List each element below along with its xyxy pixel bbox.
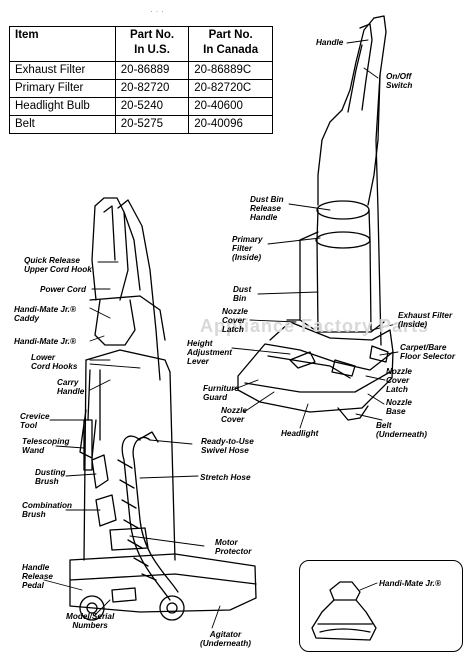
rear-vacuum-illustration: [69, 197, 257, 621]
column-header-canada: Part No. In Canada: [188, 26, 273, 62]
label-furniture-guard: Furniture Guard: [203, 384, 239, 402]
label-combination-brush: Combination Brush: [22, 501, 73, 519]
label-handi-mate-caddy: Handi-Mate Jr.® Caddy: [14, 305, 76, 323]
label-carry-handle: Carry Handle: [57, 378, 85, 396]
table-row: Belt 20-5275 20-40096: [9, 115, 273, 134]
label-nozzle-base: Nozzle Base: [386, 398, 412, 416]
label-inset-handi-mate: Handi-Mate Jr.®: [379, 579, 441, 588]
cell-us: 20-82720: [114, 79, 190, 98]
label-stretch-hose: Stretch Hose: [200, 473, 251, 482]
label-swivel-hose: Ready-to-Use Swivel Hose: [201, 437, 254, 455]
table-header-row: Item Part No. In U.S. Part No. In Canada: [9, 26, 273, 62]
handi-mate-inset-box: [299, 560, 463, 652]
column-header-us: Part No. In U.S.: [114, 26, 190, 62]
cell-canada: 20-82720C: [188, 79, 273, 98]
cell-us: 20-5240: [114, 97, 190, 116]
table-row: Primary Filter 20-82720 20-82720C: [9, 79, 273, 98]
table-row: Exhaust Filter 20-86889 20-86889C: [9, 61, 273, 80]
label-nozzle-cover: Nozzle Cover: [221, 406, 247, 424]
label-handle: Handle: [316, 38, 344, 47]
label-height-adjustment-lever: Height Adjustment Lever: [187, 339, 233, 366]
label-nozzle-cover-latch-left: Nozzle Cover Latch: [222, 307, 248, 334]
cell-us: 20-86889: [114, 61, 190, 80]
cell-canada: 20-86889C: [188, 61, 273, 80]
label-headlight: Headlight: [281, 429, 319, 438]
cell-canada: 20-40600: [188, 97, 273, 116]
label-crevice-tool: Crevice Tool: [20, 412, 50, 430]
label-nozzle-cover-latch-right: Nozzle Cover Latch: [386, 367, 412, 394]
parts-table: Item Part No. In U.S. Part No. In Canada…: [9, 26, 273, 134]
label-belt: Belt (Underneath): [376, 421, 427, 439]
label-agitator: Agitator (Underneath): [200, 630, 251, 648]
label-model-serial-numbers: Model/Serial Numbers: [66, 612, 115, 630]
leader-lines: [43, 39, 399, 629]
label-dust-bin: Dust Bin: [233, 285, 252, 303]
label-on-off-switch: On/Off Switch: [386, 72, 413, 90]
handi-mate-inset-illustration: [311, 581, 377, 641]
cell-item: Exhaust Filter: [9, 61, 116, 80]
label-lower-cord-hooks: Lower Cord Hooks: [31, 353, 78, 371]
label-quick-release-cord-hook: Quick Release Upper Cord Hook: [24, 256, 92, 274]
cell-canada: 20-40096: [188, 115, 273, 134]
label-telescoping-wand: Telescoping Wand: [22, 437, 70, 455]
cell-us: 20-5275: [114, 115, 190, 134]
label-power-cord: Power Cord: [40, 285, 86, 294]
cell-item: Headlight Bulb: [9, 97, 116, 116]
label-handle-release-pedal: Handle Release Pedal: [22, 563, 53, 590]
front-vacuum-illustration: [237, 15, 394, 421]
label-handi-mate: Handi-Mate Jr.®: [14, 337, 76, 346]
scan-artifact: · · ·: [150, 6, 164, 16]
label-exhaust-filter: Exhaust Filter (Inside): [398, 311, 453, 329]
label-primary-filter: Primary Filter (Inside): [232, 235, 263, 262]
table-row: Headlight Bulb 20-5240 20-40600: [9, 97, 273, 116]
watermark: Appliance Factory Parts: [200, 316, 430, 336]
cell-item: Primary Filter: [9, 79, 116, 98]
column-header-item: Item: [9, 26, 116, 62]
label-dusting-brush: Dusting Brush: [35, 468, 66, 486]
label-carpet-bare-floor-selector: Carpet/Bare Floor Selector: [400, 343, 456, 361]
label-motor-protector: Motor Protector: [215, 538, 252, 556]
cell-item: Belt: [9, 115, 116, 134]
label-dust-bin-release-handle: Dust Bin Release Handle: [250, 195, 284, 222]
